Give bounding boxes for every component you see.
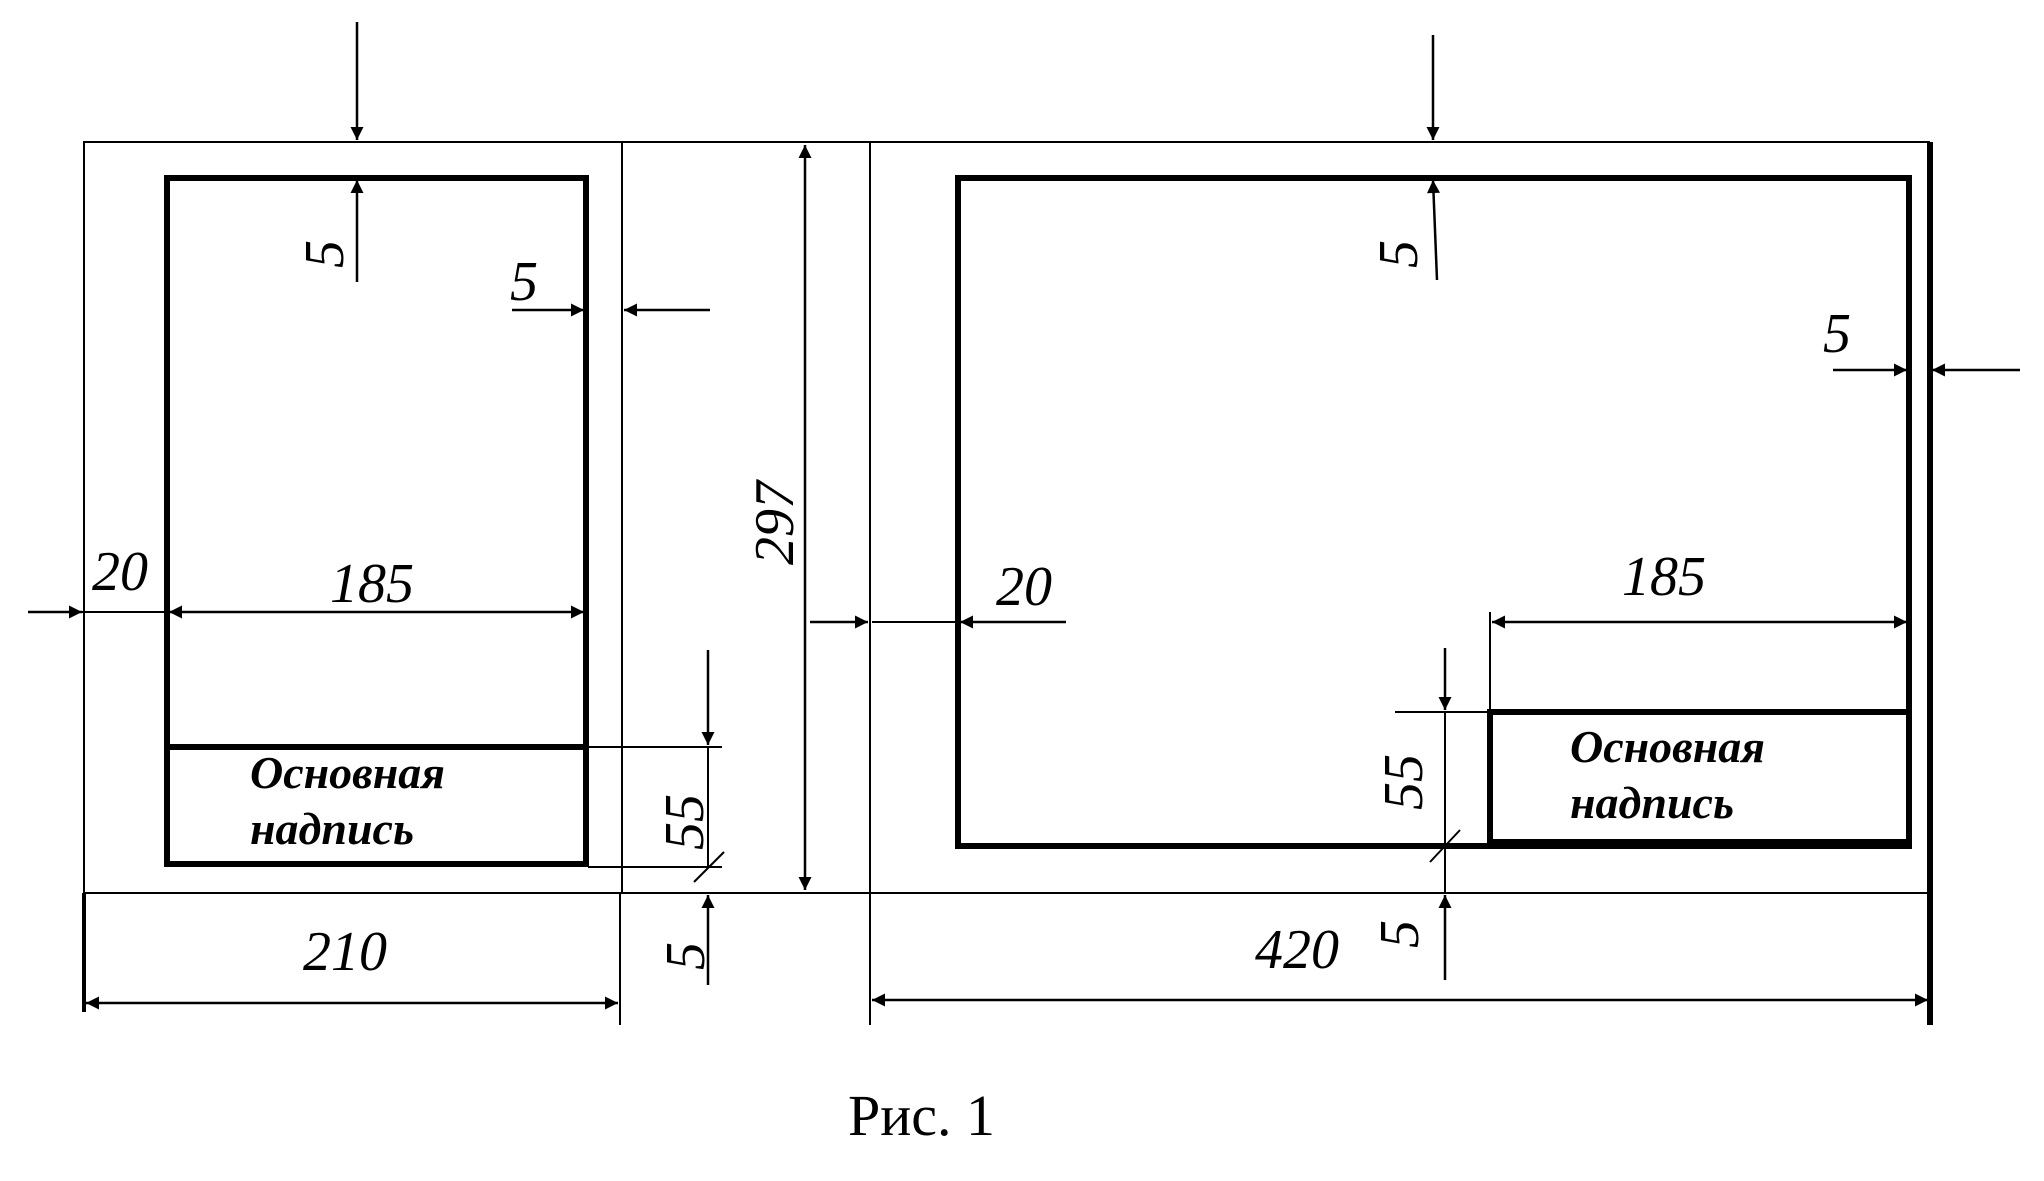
a4-inner-width-dimension: 185: [169, 553, 584, 619]
a3-inner-width-label: 185: [1622, 546, 1706, 608]
a3-inner-width-dimension: 185: [1489, 546, 1907, 710]
a3-left-margin-label: 20: [996, 556, 1052, 618]
a4-title-block-height-label: 55: [654, 794, 716, 850]
a3-left-margin-dimension: 20: [810, 556, 1066, 629]
a4-top-margin-dimension: 5: [294, 22, 364, 282]
a4-bottom-margin-dimension: 5: [655, 895, 717, 985]
sheet-height-dimension: 297: [622, 141, 870, 894]
a3-top-margin-label: 5: [1368, 240, 1430, 268]
a4-sheet-width-label: 210: [303, 921, 387, 983]
a3-right-margin-label: 5: [1823, 303, 1851, 365]
a4-top-margin-label: 5: [294, 240, 356, 268]
a3-frame: [955, 175, 1912, 849]
a4-title-block-line1: Основная: [250, 747, 445, 798]
sheet-height-label: 297: [744, 479, 806, 565]
a3-right-margin-dimension: 5: [1823, 303, 2020, 377]
a3-title-block-height-label: 55: [1373, 754, 1435, 810]
a3-title-block-height-dimension: 55: [1373, 648, 1490, 863]
a3-title-block: [1487, 709, 1912, 845]
a4-left-margin-dimension: 20: [28, 541, 165, 619]
a3-bottom-margin-dimension: 5: [1369, 846, 1452, 980]
a3-top-margin-dimension: 5: [1368, 35, 1441, 281]
a4-title-block-height-dimension: 55: [588, 650, 725, 883]
figure-caption: Рис. 1: [848, 1083, 995, 1148]
a4-left-margin-label: 20: [92, 541, 148, 603]
a3-title-block-line1: Основная: [1570, 721, 1765, 772]
a4-sheet-border: [83, 141, 623, 894]
a3-sheet-width-dimension: 420: [872, 919, 1928, 1007]
a4-title-block: [164, 744, 589, 867]
a4-title-block-line2: надпись: [250, 803, 414, 854]
a4-right-margin-dimension: 5: [510, 251, 710, 317]
a3-sheet: Основная надпись 5 5 20 185: [810, 35, 2020, 1025]
a3-sheet-width-label: 420: [1255, 919, 1339, 981]
a3-bottom-margin-label: 5: [1369, 920, 1431, 948]
a3-title-block-line2: надпись: [1570, 777, 1734, 828]
a4-right-margin-label: 5: [510, 251, 538, 313]
a4-bottom-margin-label: 5: [655, 942, 717, 970]
a4-sheet: Основная надпись 5 5 20 185: [28, 22, 725, 1025]
a4-inner-width-label: 185: [330, 553, 414, 615]
a4-sheet-width-dimension: 210: [82, 893, 621, 1025]
